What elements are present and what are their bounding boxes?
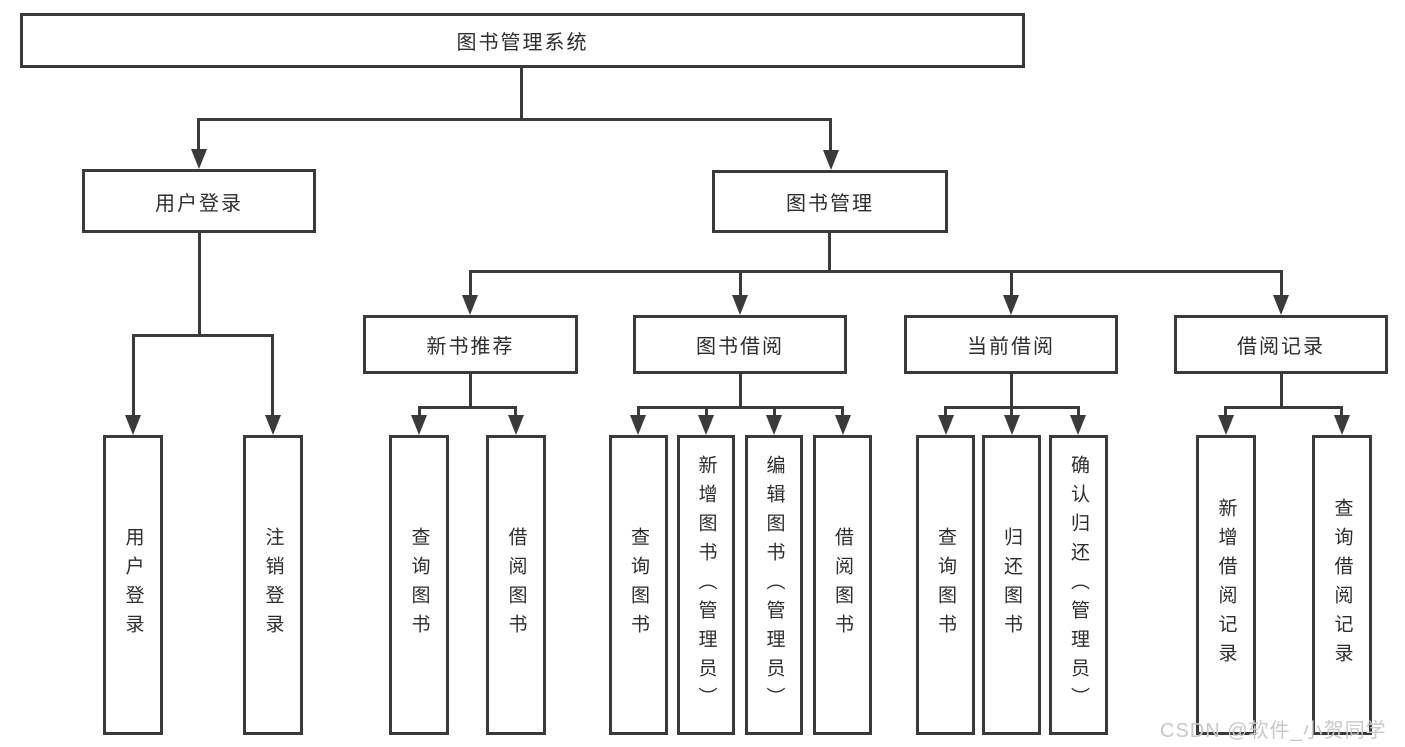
- leaf-query-books-3-label: 查询图书: [935, 527, 956, 643]
- arrowhead-to-borrow-books-2: [835, 415, 851, 435]
- arrowhead-to-borrow-books-1: [508, 415, 524, 435]
- connector-to-borrow-books-2: [841, 406, 844, 415]
- connector-borrow-record-stem: [1280, 374, 1283, 406]
- node-book-management: 图书管理: [712, 170, 948, 233]
- node-borrow-record: 借阅记录: [1174, 315, 1388, 374]
- arrowhead-to-add-borrow-record: [1218, 415, 1234, 435]
- node-book-borrow: 图书借阅: [633, 315, 847, 374]
- connector-to-query-books-1: [418, 406, 421, 415]
- leaf-borrow-books-2-label: 借阅图书: [832, 527, 853, 643]
- leaf-edit-book-admin-label: 编辑图书（管理员）: [763, 454, 785, 716]
- connector-to-edit-book: [773, 406, 776, 415]
- node-current-borrow: 当前借阅: [904, 315, 1118, 374]
- node-root: 图书管理系统: [20, 13, 1025, 68]
- leaf-confirm-return-admin: 确认归还（管理员）: [1049, 435, 1108, 735]
- arrowhead-to-leaf-user-login: [125, 415, 141, 435]
- connector-book-borrow-branch: [637, 406, 843, 409]
- leaf-query-books-2: 查询图书: [609, 435, 668, 735]
- connector-to-borrow-books-1: [514, 406, 517, 415]
- connector-to-add-book: [705, 406, 708, 415]
- arrowhead-to-leaf-logout: [265, 415, 281, 435]
- arrowhead-to-current-borrow: [1003, 295, 1019, 315]
- arrowhead-to-query-borrow-record: [1334, 415, 1350, 435]
- leaf-query-borrow-record-label: 查询借阅记录: [1331, 498, 1353, 672]
- connector-borrow-record-branch: [1224, 406, 1342, 409]
- node-user-login: 用户登录: [82, 169, 316, 233]
- connector-to-query-books-2: [637, 406, 640, 415]
- leaf-confirm-return-admin-label: 确认归还（管理员）: [1068, 454, 1089, 716]
- leaf-borrow-books-2: 借阅图书: [813, 435, 872, 735]
- arrowhead-to-new-book: [462, 295, 478, 315]
- arrowhead-to-book-management: [823, 150, 839, 170]
- arrowhead-to-return-book: [1004, 415, 1020, 435]
- connector-to-book-borrow: [739, 270, 742, 295]
- node-book-borrow-label: 图书借阅: [696, 336, 784, 358]
- leaf-query-borrow-record: 查询借阅记录: [1312, 435, 1372, 735]
- arrowhead-to-query-books-3: [938, 415, 954, 435]
- connector-to-leaf-logout: [271, 334, 274, 415]
- connector-to-book-management: [829, 118, 832, 150]
- csdn-watermark: CSDN @软件_小贺同学: [1160, 720, 1387, 742]
- connector-new-book-branch: [418, 406, 517, 409]
- node-borrow-record-label: 借阅记录: [1237, 336, 1325, 358]
- leaf-query-books-1-label: 查询图书: [408, 527, 430, 643]
- connector-root-stem: [520, 68, 523, 118]
- leaf-borrow-books-1-label: 借阅图书: [505, 527, 527, 643]
- connector-root-branch: [197, 118, 832, 121]
- connector-to-query-books-3: [944, 406, 947, 415]
- arrowhead-to-query-books-1: [411, 415, 427, 435]
- leaf-return-book-label: 归还图书: [1001, 527, 1022, 643]
- leaf-user-login: 用户登录: [103, 435, 163, 735]
- connector-to-leaf-user-login: [132, 334, 135, 415]
- leaf-query-books-3: 查询图书: [916, 435, 975, 735]
- connector-to-new-book: [469, 270, 472, 295]
- node-current-borrow-label: 当前借阅: [967, 336, 1055, 358]
- connector-current-borrow-stem: [1010, 374, 1013, 406]
- leaf-logout-label: 注销登录: [262, 527, 284, 643]
- connector-new-book-stem: [469, 374, 472, 406]
- connector-to-return-book: [1010, 406, 1013, 415]
- leaf-query-books-1: 查询图书: [389, 435, 449, 735]
- connector-to-user-login: [197, 118, 200, 150]
- connector-user-login-branch: [132, 334, 274, 337]
- leaf-edit-book-admin: 编辑图书（管理员）: [745, 435, 803, 735]
- connector-user-login-stem: [198, 233, 201, 334]
- arrowhead-to-confirm-return: [1070, 415, 1086, 435]
- node-new-book-recommend: 新书推荐: [363, 315, 578, 374]
- leaf-add-borrow-record: 新增借阅记录: [1196, 435, 1256, 735]
- node-book-management-label: 图书管理: [786, 193, 874, 215]
- arrowhead-to-query-books-2: [630, 415, 646, 435]
- node-root-label: 图书管理系统: [456, 32, 589, 54]
- connector-to-current-borrow: [1010, 270, 1013, 295]
- leaf-user-login-label: 用户登录: [122, 527, 144, 643]
- leaf-add-book-admin-label: 新增图书（管理员）: [695, 454, 717, 716]
- leaf-borrow-books-1: 借阅图书: [486, 435, 546, 735]
- connector-book-management-stem: [828, 233, 831, 270]
- node-user-login-label: 用户登录: [155, 192, 243, 215]
- leaf-logout: 注销登录: [243, 435, 303, 735]
- arrowhead-to-user-login: [191, 149, 207, 169]
- connector-to-borrow-record: [1280, 270, 1283, 295]
- connector-to-query-borrow-record: [1340, 406, 1343, 415]
- node-new-book-recommend-label: 新书推荐: [426, 336, 515, 358]
- leaf-return-book: 归还图书: [982, 435, 1041, 735]
- connector-book-borrow-stem: [739, 374, 742, 406]
- leaf-add-borrow-record-label: 新增借阅记录: [1215, 498, 1237, 672]
- arrowhead-to-add-book: [698, 415, 714, 435]
- leaf-query-books-2-label: 查询图书: [628, 527, 649, 643]
- leaf-add-book-admin: 新增图书（管理员）: [677, 435, 735, 735]
- arrowhead-to-edit-book: [766, 415, 782, 435]
- connector-to-confirm-return: [1077, 406, 1080, 415]
- arrowhead-to-book-borrow: [732, 295, 748, 315]
- connector-book-management-branch: [469, 270, 1282, 273]
- arrowhead-to-borrow-record: [1273, 295, 1289, 315]
- connector-to-add-borrow-record: [1224, 406, 1227, 415]
